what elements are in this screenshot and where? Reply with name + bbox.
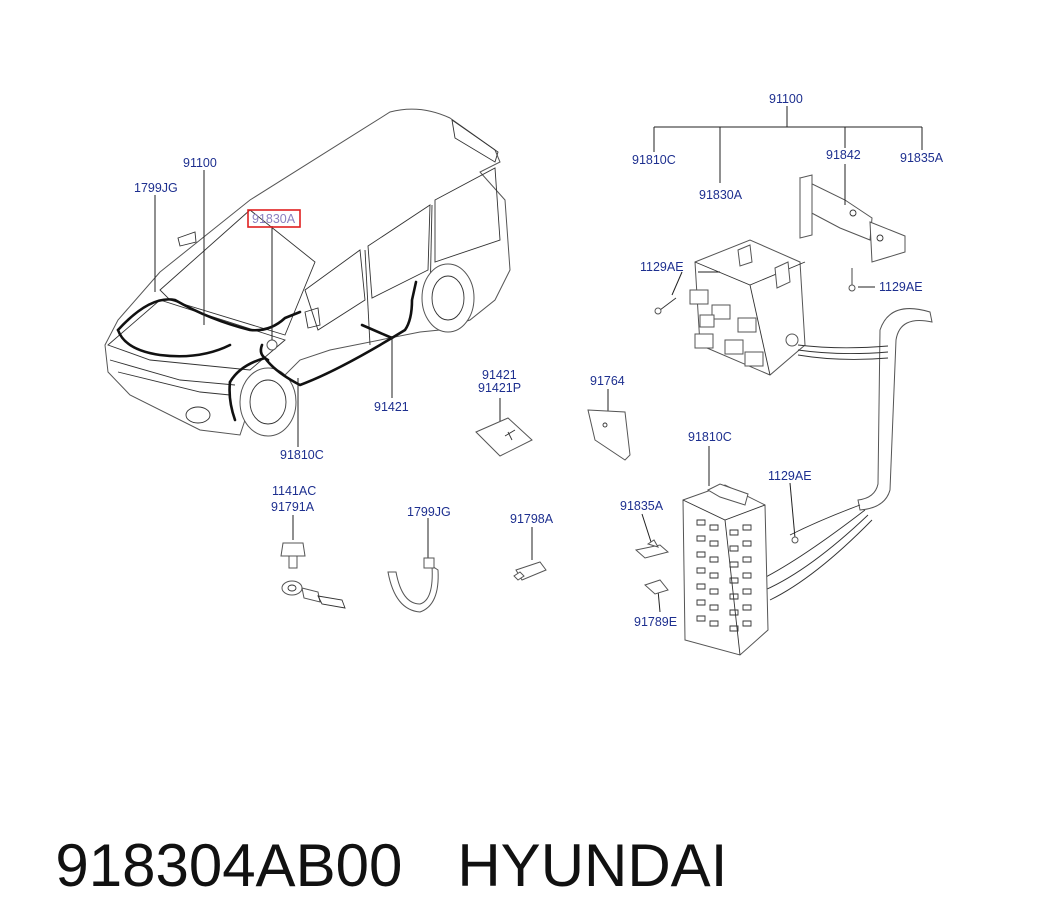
van-illustration (104, 108, 511, 437)
callout-91842: 91842 (826, 148, 861, 162)
callout-91835a-fuse: 91835A (620, 499, 664, 513)
callout-91830a-highlighted[interactable]: 91830A (252, 212, 296, 226)
van-leaders (154, 170, 393, 447)
callout-1129ae-fuse: 1129AE (768, 469, 812, 483)
callout-91421p-pad: 91421P (478, 381, 521, 395)
callout-91421-pad: 91421 (482, 368, 517, 382)
callout-91100-harness: 91100 (183, 156, 217, 170)
callout-91830a-relay: 91830A (699, 188, 743, 202)
callout-1129ae-left: 1129AE (640, 260, 684, 274)
callout-91421-car: 91421 (374, 400, 409, 414)
relay-box-group (653, 106, 933, 601)
callout-91100-top: 91100 (769, 92, 803, 106)
callout-91791a: 91791A (271, 500, 315, 514)
pad-group (475, 389, 631, 461)
callout-91810c-fuse: 91810C (688, 430, 732, 444)
callout-91835a-top: 91835A (900, 151, 944, 165)
callout-91810c-top: 91810C (632, 153, 676, 167)
highlight-box (247, 209, 301, 228)
fuse-box-group (634, 446, 799, 656)
part-number: 918304AB00 (55, 832, 403, 899)
callout-91798a: 91798A (510, 512, 554, 526)
footer-caption: 918304AB00 HYUNDAI (22, 762, 727, 900)
callout-1129ae-right: 1129AE (879, 280, 923, 294)
callout-1799jg-car: 1799JG (134, 181, 178, 195)
brand-name: HYUNDAI (457, 832, 728, 899)
callout-91810c-car: 91810C (280, 448, 324, 462)
parts-diagram: 91100 1799JG 91830A 91421 91810C (104, 92, 944, 656)
small-parts-group (280, 515, 547, 613)
callout-1141ac: 1141AC (272, 484, 316, 498)
callout-91789e: 91789E (634, 615, 677, 629)
callout-91764: 91764 (590, 374, 625, 388)
callout-1799jg-clip: 1799JG (407, 505, 451, 519)
